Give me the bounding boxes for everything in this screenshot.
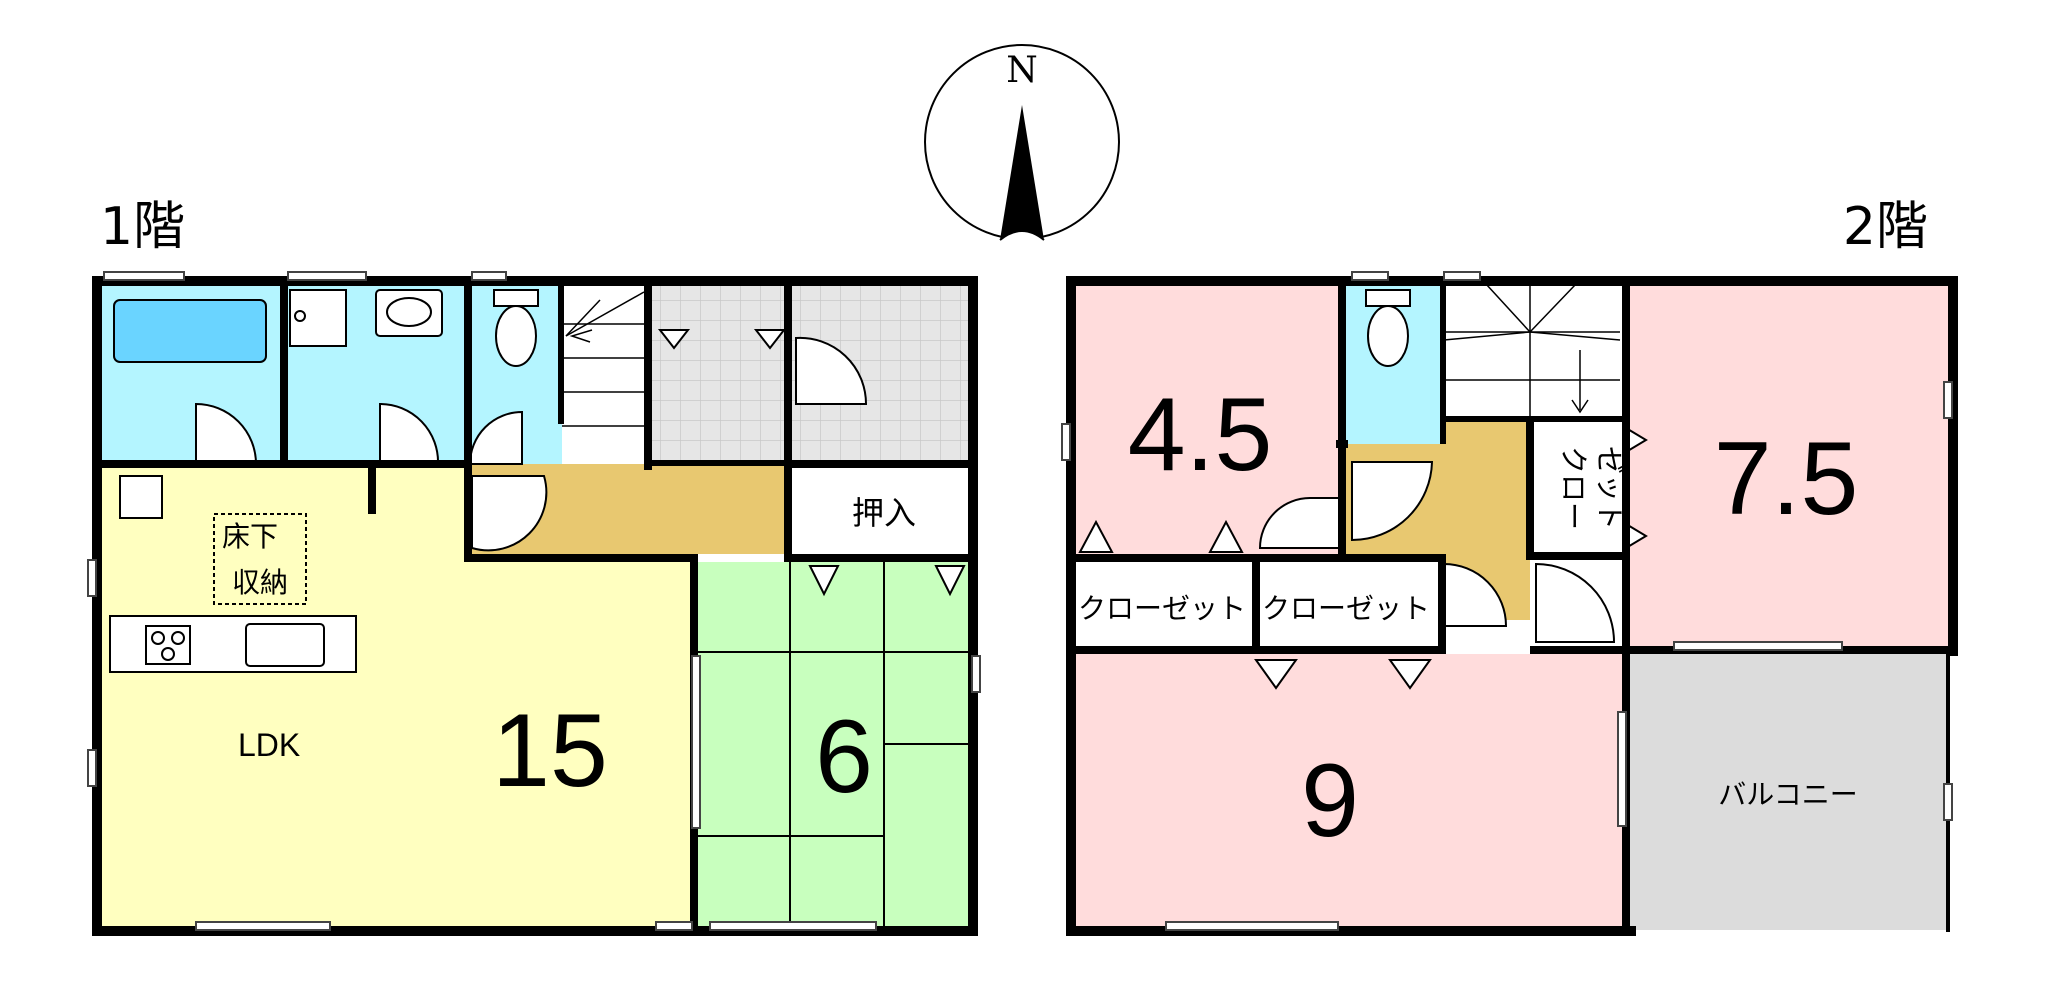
bathtub-icon — [113, 299, 267, 363]
washitsu-size: 6 — [815, 699, 873, 815]
closet-v — [1530, 420, 1626, 556]
fridge-icon — [119, 475, 163, 519]
closet-b-label: クローゼット — [1262, 592, 1430, 625]
entrance — [648, 284, 788, 464]
closet-a-label: クローゼット — [1078, 592, 1246, 625]
room-s-size: 9 — [1301, 743, 1359, 859]
north-arrow-icon — [1000, 105, 1044, 240]
balcony — [1626, 654, 1950, 930]
toilet-icon — [493, 289, 539, 307]
oshiire-label: 押入 — [852, 494, 916, 532]
underfloor-label-1: 床下 — [222, 520, 278, 553]
door-washroom[interactable] — [379, 402, 440, 465]
room-ne — [1626, 284, 1950, 654]
underfloor-storage — [213, 513, 307, 605]
floor1-plan — [87, 271, 981, 936]
closet-v-label-2: ゼット — [1593, 446, 1626, 530]
oshiire — [788, 464, 976, 562]
floor1-title: 1階 — [100, 197, 185, 257]
door-hall[interactable] — [471, 475, 548, 552]
ldk — [92, 464, 468, 930]
door-room-nw[interactable] — [1258, 497, 1343, 549]
closet-v-label-1: クロー — [1557, 446, 1590, 530]
underfloor-label-2: 収納 — [232, 566, 288, 599]
stairs-2f — [1444, 284, 1620, 420]
door-bath[interactable] — [195, 402, 258, 465]
ldk-size: 15 — [492, 693, 608, 809]
room-s — [1066, 654, 1626, 930]
washitsu — [698, 562, 976, 930]
door-entrance[interactable] — [795, 336, 868, 405]
ldk-label: LDK — [238, 727, 300, 763]
room-ne-size: 7.5 — [1714, 421, 1859, 537]
door-room-s[interactable] — [1443, 562, 1508, 627]
floor2-title: 2階 — [1843, 197, 1928, 257]
balcony-label: バルコニー — [1718, 778, 1857, 811]
tatami-lines — [698, 562, 974, 930]
stairs-2f-icon — [1443, 283, 1621, 420]
compass: N — [924, 44, 1120, 241]
door-toilet-2f[interactable] — [1351, 461, 1434, 542]
north-label: N — [1006, 50, 1038, 91]
floor2-plan — [1061, 271, 1958, 936]
door-room-ne[interactable] — [1535, 562, 1616, 643]
toilet-2f-icon — [1365, 289, 1411, 307]
stairs-1f — [562, 284, 648, 464]
kitchen-sink-icon — [245, 623, 325, 667]
room-nw-size: 4.5 — [1128, 377, 1273, 493]
stairs-icon — [562, 291, 648, 427]
